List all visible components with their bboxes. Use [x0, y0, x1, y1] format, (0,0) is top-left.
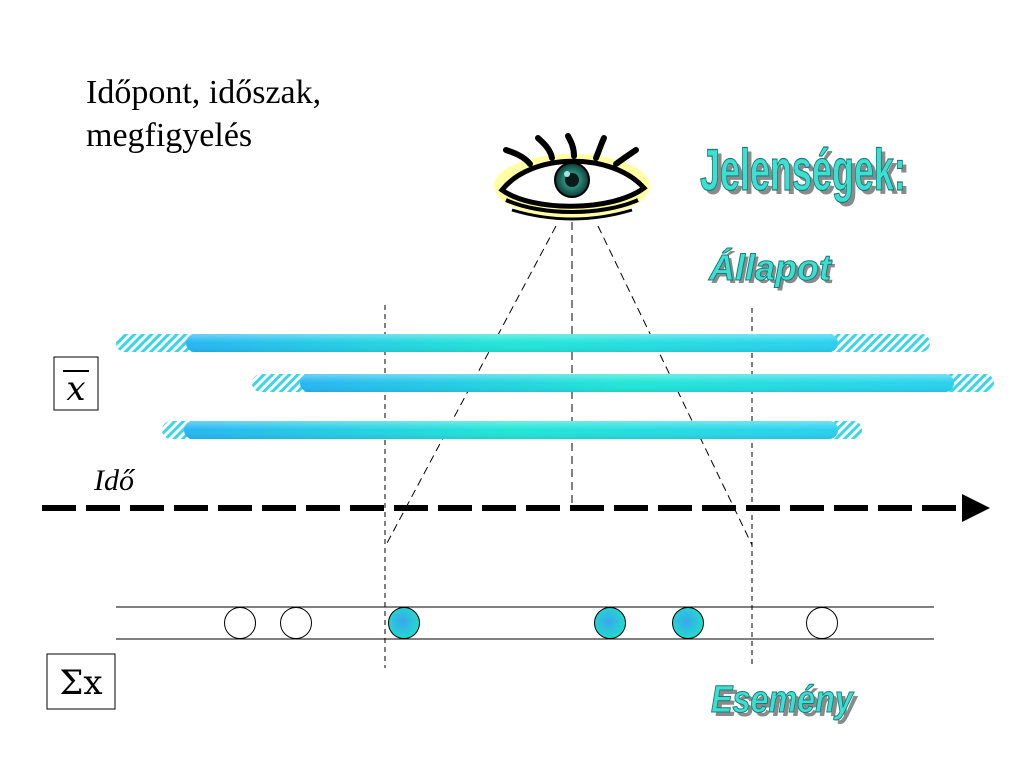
sum-symbol: Σx: [59, 663, 102, 703]
eye-icon: [494, 133, 650, 221]
state-bar: [162, 421, 862, 439]
unobserved-event-marker: [280, 607, 312, 639]
state-label-text: Állapot: [708, 247, 833, 288]
arrow-right-icon: [962, 494, 990, 522]
event-track: [116, 606, 934, 640]
unobserved-event-marker: [806, 607, 838, 639]
state-label: Állapot Állapot: [708, 247, 837, 292]
observation-cone: [385, 222, 753, 546]
slide-title-line-2: megfigyelés: [86, 117, 252, 154]
phenomena-heading-text: Jelenségek:: [700, 138, 906, 203]
unobserved-event-marker: [224, 607, 256, 639]
mean-symbol: x: [66, 369, 85, 409]
state-bar: [116, 334, 930, 352]
state-label-shadow: Állapot: [711, 250, 836, 291]
event-markers: [224, 607, 838, 639]
time-axis: [42, 494, 990, 522]
state-bar: [252, 374, 994, 392]
mean-symbol-box: x: [53, 356, 99, 411]
slide-title-line-1: Időpont, időszak,: [86, 74, 321, 111]
time-axis-label: Idő: [93, 464, 136, 497]
state-bars: [116, 334, 994, 439]
observed-event-marker: [672, 607, 704, 639]
phenomena-heading-shadow: Jelenségek:: [704, 142, 910, 207]
phenomena-heading: Jelenségek: Jelenségek:: [700, 138, 910, 207]
sum-symbol-box: Σx: [46, 653, 116, 710]
event-label-shadow: Esemény: [715, 683, 859, 725]
observed-event-marker: [388, 607, 420, 639]
interval-boundaries: [384, 305, 753, 668]
event-label: Esemény Esemény: [711, 678, 859, 725]
event-label-text: Esemény: [711, 679, 855, 721]
observed-event-marker: [594, 607, 626, 639]
